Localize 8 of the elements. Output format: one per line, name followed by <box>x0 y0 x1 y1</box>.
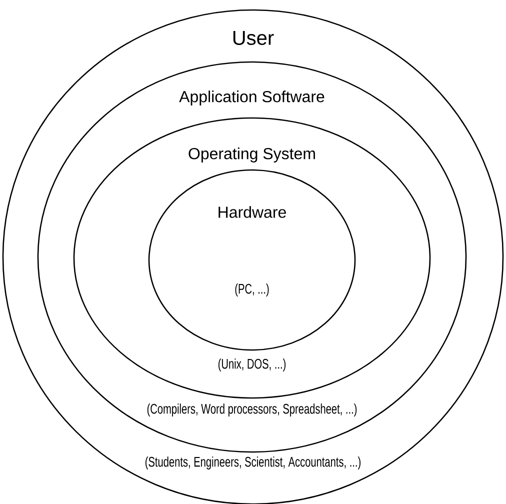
ring-heading: User <box>233 31 274 45</box>
ring-heading: Hardware <box>218 206 286 218</box>
ring-heading: Application Software <box>179 90 324 106</box>
example-list: (Students, Engineers, Scientist, Accountants, ...) <box>146 456 360 470</box>
example-list: (Compilers, Word processors, Spreadsheet, ...) <box>147 403 357 417</box>
example-list: (PC, ...) <box>235 283 269 297</box>
ring-heading: Operating System <box>188 148 315 162</box>
example-list: (Unix, DOS, ...) <box>218 358 286 372</box>
